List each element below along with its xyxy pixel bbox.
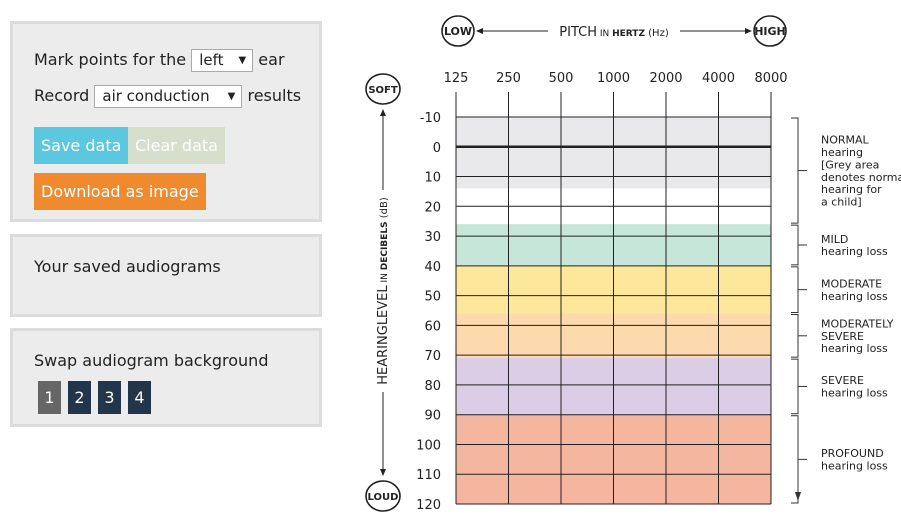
swap-option-2[interactable]: 2 xyxy=(68,381,91,414)
category-label-line: SEVERE xyxy=(821,374,864,387)
db-tick-label: 50 xyxy=(424,290,441,305)
conduction-select[interactable]: air conduction ▼ xyxy=(94,85,243,108)
high-label: HIGH xyxy=(754,25,786,38)
record-row: Record air conduction ▼ results xyxy=(34,85,301,108)
high-badge xyxy=(753,15,787,47)
category-label-line: [Grey area xyxy=(821,158,879,171)
pitch-title-part: PITCH xyxy=(559,25,597,40)
category-label-line: a child] xyxy=(821,196,862,209)
category-bracket xyxy=(791,313,799,358)
category-label-line: hearing loss xyxy=(821,290,888,303)
category-bracket xyxy=(791,266,799,313)
pitch-title-part: IN xyxy=(597,29,612,39)
conduction-select-value: air conduction xyxy=(102,87,210,105)
category-label-line: SEVERE xyxy=(821,330,864,343)
arrow-right-icon xyxy=(745,28,752,34)
arrow-up-icon xyxy=(380,109,386,116)
record-prefix-label: Record xyxy=(34,86,90,105)
ear-select[interactable]: left ▼ xyxy=(191,49,254,72)
category-label-line: PROFOUND xyxy=(821,447,884,460)
category-bracket xyxy=(791,224,799,266)
category-label-line: hearing loss xyxy=(821,342,888,355)
download-image-button[interactable]: Download as image xyxy=(34,173,206,210)
controls-panel: Mark points for the left ▼ ear Record air… xyxy=(10,21,322,222)
db-tick-label: 0 xyxy=(433,141,441,156)
db-tick-label: 120 xyxy=(416,498,441,513)
swap-option-4[interactable]: 4 xyxy=(128,381,151,414)
swap-option-3[interactable]: 3 xyxy=(98,381,121,414)
category-label-line: hearing loss xyxy=(821,387,888,400)
low-label: LOW xyxy=(444,25,472,38)
category-label-line: MODERATE xyxy=(821,277,882,290)
category-bracket xyxy=(791,358,799,415)
freq-tick-label: 1000 xyxy=(597,71,630,86)
db-tick-label: 70 xyxy=(424,349,441,364)
db-tick-label: 80 xyxy=(424,379,441,394)
level-axis-title: HEARINGLEVEL IN DECIBELS (dB) xyxy=(376,197,391,385)
arrow-down-icon xyxy=(380,469,386,476)
pitch-axis-title: PITCH IN HERTZ (Hz) xyxy=(559,25,669,40)
category-label-line: hearing for xyxy=(821,183,882,196)
freq-tick-label: 8000 xyxy=(754,71,787,86)
level-title-part: (dB) xyxy=(379,197,390,221)
pitch-title-part: HERTZ xyxy=(612,29,645,39)
level-title-part: HEARINGLEVEL xyxy=(376,285,391,385)
db-tick-label: 60 xyxy=(424,319,441,334)
freq-tick-label: 4000 xyxy=(702,71,735,86)
swap-background-title: Swap audiogram background xyxy=(34,351,269,370)
swap-background-panel: Swap audiogram background 1 2 3 4 xyxy=(10,328,322,427)
save-data-button[interactable]: Save data xyxy=(34,127,129,164)
category-label-line: NORMAL xyxy=(821,134,870,147)
ear-select-value: left xyxy=(199,51,224,69)
db-tick-label: 110 xyxy=(416,468,441,483)
freq-tick-label: 250 xyxy=(496,71,521,86)
soft-badge xyxy=(365,73,401,105)
low-badge xyxy=(441,15,475,47)
db-tick-label: 100 xyxy=(416,438,441,453)
mark-prefix-label: Mark points for the xyxy=(34,50,187,69)
freq-tick-label: 125 xyxy=(444,71,469,86)
db-tick-label: 30 xyxy=(424,230,441,245)
category-label-line: MILD xyxy=(821,233,848,246)
swap-option-1[interactable]: 1 xyxy=(38,381,61,414)
freq-tick-label: 500 xyxy=(549,71,574,86)
category-bracket xyxy=(791,415,799,504)
loud-badge xyxy=(365,480,401,512)
arrow-left-icon xyxy=(476,28,483,34)
chevron-down-icon: ▼ xyxy=(238,55,247,66)
saved-audiograms-panel: Your saved audiograms xyxy=(10,234,322,317)
chevron-down-icon: ▼ xyxy=(227,91,236,102)
pitch-title-part: (Hz) xyxy=(645,28,669,39)
arrow-down-icon xyxy=(795,492,801,501)
db-tick-label: 90 xyxy=(424,409,441,424)
category-label-line: denotes normal xyxy=(821,171,901,184)
category-bracket xyxy=(791,117,799,224)
db-tick-label: 10 xyxy=(424,171,441,186)
db-tick-label: 40 xyxy=(424,260,441,275)
level-title-part: DECIBELS xyxy=(380,221,390,270)
freq-tick-label: 2000 xyxy=(649,71,682,86)
db-tick-label: 20 xyxy=(424,200,441,215)
saved-audiograms-title: Your saved audiograms xyxy=(34,257,221,276)
category-label-line: hearing loss xyxy=(821,460,888,473)
db-tick-label: -10 xyxy=(420,111,441,126)
level-title-part: IN xyxy=(380,270,390,285)
category-label-line: hearing xyxy=(821,146,863,159)
mark-suffix-label: ear xyxy=(258,50,285,69)
category-label-line: hearing loss xyxy=(821,245,888,258)
soft-label: SOFT xyxy=(368,85,398,96)
loud-label: LOUD xyxy=(368,492,399,503)
mark-row: Mark points for the left ▼ ear xyxy=(34,49,285,72)
category-label-line: MODERATELY xyxy=(821,317,894,330)
record-suffix-label: results xyxy=(247,86,302,105)
clear-data-button[interactable]: Clear data xyxy=(128,127,225,164)
